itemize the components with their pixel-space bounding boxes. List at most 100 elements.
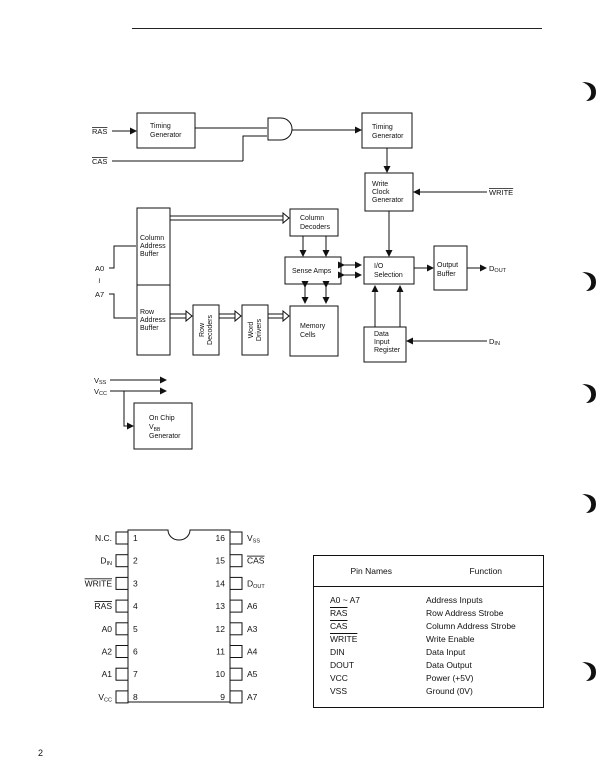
page-number: 2 xyxy=(38,748,44,758)
function-cell: Address Inputs xyxy=(426,594,483,605)
pin-label: VSS xyxy=(247,533,260,545)
pin-label: RAS xyxy=(95,601,113,611)
pin-label: A4 xyxy=(247,647,258,657)
pin-box xyxy=(229,622,243,636)
pin-number: 11 xyxy=(216,647,225,657)
pin-label: N.C. xyxy=(95,533,112,543)
function-cell: Power (+5V) xyxy=(426,672,474,683)
pin-box xyxy=(229,554,243,568)
pin-box xyxy=(115,645,129,658)
pin-number: 1 xyxy=(133,533,138,543)
pin-names-table-header: Pin Names Function xyxy=(314,556,543,587)
pin-box xyxy=(229,667,243,681)
pin-number: 16 xyxy=(216,533,226,543)
a7-signal-label: A7 xyxy=(95,290,104,299)
function-cell: Ground (0V) xyxy=(426,685,473,696)
pin-label: CAS xyxy=(247,556,265,566)
header-rule xyxy=(132,28,542,29)
pin-box xyxy=(115,599,129,613)
pin-number: 5 xyxy=(133,624,138,634)
pin-number: 3 xyxy=(133,578,138,588)
table-row: CAS Column Address Strobe xyxy=(314,619,543,632)
pin-label: A2 xyxy=(102,647,113,657)
ras-signal-label: RAS xyxy=(92,127,107,136)
table-row: A0 ~ A7 Address Inputs xyxy=(314,593,543,606)
pin-box xyxy=(229,531,243,545)
pin-number: 6 xyxy=(133,647,138,657)
data-input-register-block xyxy=(363,326,407,363)
pin-label: VCC xyxy=(98,692,112,704)
pin-box xyxy=(229,690,243,704)
function-cell: Column Address Strobe xyxy=(426,620,516,631)
pin-name-cell: RAS xyxy=(330,607,348,618)
pin-number: 10 xyxy=(216,669,226,679)
pin-label: A0 xyxy=(102,624,113,634)
binder-hole-icon xyxy=(582,494,596,513)
pin-name-cell: VCC xyxy=(330,672,348,683)
pin-name-cell: CAS xyxy=(330,620,348,631)
and-gate-icon xyxy=(267,117,293,141)
pin-box xyxy=(115,576,129,590)
pin-name-cell: DIN xyxy=(330,646,345,657)
function-cell: Data Input xyxy=(426,646,466,657)
table-row: RAS Row Address Strobe xyxy=(314,606,543,619)
table-row: VCC Power (+5V) xyxy=(314,671,543,684)
function-cell: Write Enable xyxy=(426,633,475,644)
vcc-signal-label: VCC xyxy=(94,387,107,397)
dout-signal-label: DOUT xyxy=(489,264,507,274)
binder-hole-icon xyxy=(582,82,596,101)
pin-number: 2 xyxy=(133,556,138,566)
pin-number: 7 xyxy=(133,669,138,679)
row-address-buffer-block xyxy=(136,284,171,356)
vss-signal-label: VSS xyxy=(94,376,107,386)
pin-name-cell: A0 ~ A7 xyxy=(330,594,361,605)
pin-box xyxy=(115,622,129,636)
pin-label: A5 xyxy=(247,669,258,679)
function-cell: Row Address Strobe xyxy=(426,607,504,618)
pin-label: A3 xyxy=(247,624,258,634)
memory-cells-block xyxy=(289,305,339,357)
pin-number: 12 xyxy=(216,624,226,634)
sense-amps-block xyxy=(284,256,342,285)
binder-hole-icon xyxy=(582,662,596,681)
row-decoders-block xyxy=(192,304,220,356)
pin-number: 9 xyxy=(220,692,225,702)
a0-signal-label: A0 xyxy=(95,264,104,273)
pin-number: 4 xyxy=(133,601,138,611)
pin-names-table: Pin Names Function A0 ~ A7 Address Inputs… xyxy=(313,555,544,708)
function-header: Function xyxy=(469,566,503,576)
pin-label: A7 xyxy=(247,692,258,702)
io-selection-block xyxy=(363,256,415,285)
pin-label: WRITE xyxy=(85,578,113,588)
pin-box xyxy=(115,554,129,568)
pin-box xyxy=(115,667,129,681)
row-decoders-label: RowDecoders xyxy=(199,315,214,345)
function-cell: Data Output xyxy=(426,659,472,670)
sense-amps-label: Sense Amps xyxy=(292,268,332,275)
tilde-label: ≀ xyxy=(98,276,101,285)
word-drivers-block xyxy=(241,304,269,356)
pin-label: A6 xyxy=(247,601,258,611)
pin-box xyxy=(115,531,129,545)
vbb-generator-block xyxy=(133,402,193,450)
pin-number: 14 xyxy=(216,578,226,588)
pin-box xyxy=(229,599,243,613)
pin-names-header: Pin Names xyxy=(350,566,393,576)
ic-package-outline xyxy=(127,529,231,703)
binder-hole-icon xyxy=(582,272,596,291)
timing-generator-1-block xyxy=(136,112,196,149)
pin-box xyxy=(229,576,243,590)
pin-name-cell: VSS xyxy=(330,685,348,696)
pin-box xyxy=(229,645,243,658)
